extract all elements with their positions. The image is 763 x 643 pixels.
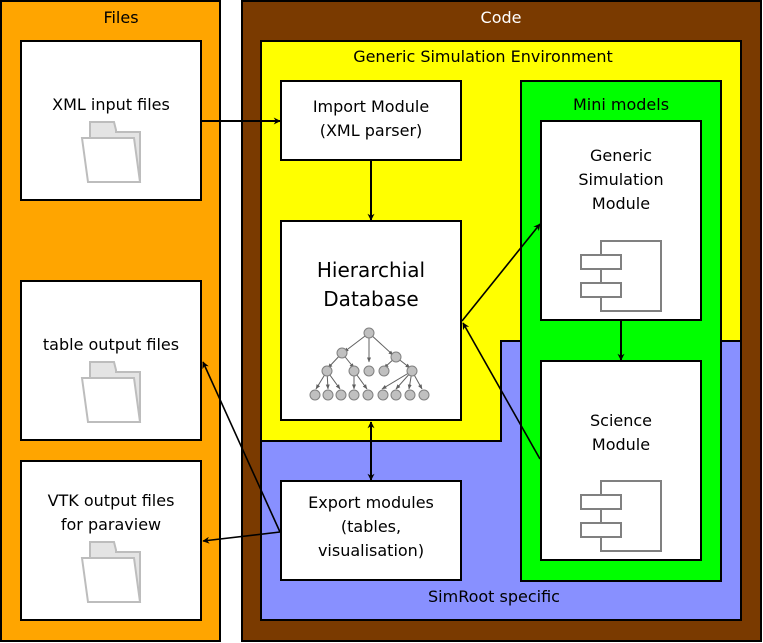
generic-simulation-module-box[interactable]: Generic Simulation Module (540, 120, 702, 321)
folder-icon (81, 541, 141, 603)
export-modules-box[interactable]: Export modules (tables, visualisation) (280, 480, 462, 581)
tree-icon (309, 327, 430, 401)
folder-icon (81, 361, 141, 423)
table-output-files-box[interactable]: table output files (20, 280, 202, 441)
export-modules-label-line3: visualisation) (318, 541, 424, 560)
generic-sim-module-label-line3: Module (592, 194, 650, 213)
vtk-output-files-label-line2: for paraview (61, 515, 161, 534)
import-module-label-line1: Import Module (313, 97, 429, 116)
arrow-export-to-vtk-output (202, 531, 281, 544)
export-modules-label-line1: Export modules (308, 493, 434, 512)
mini-models-title: Mini models (573, 95, 669, 114)
files-panel: Files XML input files table output files… (0, 0, 221, 642)
folder-icon (81, 121, 141, 183)
science-module-label-line2: Module (592, 435, 650, 454)
vtk-output-files-label-line1: VTK output files (48, 491, 175, 510)
hierarchical-database-box[interactable]: Hierarchial Database (280, 220, 462, 421)
code-panel: Code Generic Simulation Environment SimR… (241, 0, 762, 642)
science-module-label-line1: Science (590, 411, 652, 430)
generic-simulation-environment-title: Generic Simulation Environment (353, 47, 613, 66)
generic-sim-module-label-line2: Simulation (578, 170, 663, 189)
files-panel-title: Files (103, 8, 138, 27)
arrow-export-to-table-output (202, 361, 281, 533)
database-label-line2: Database (323, 287, 418, 311)
import-module-label-line2: (XML parser) (320, 121, 423, 140)
database-label-line1: Hierarchial (317, 258, 425, 282)
science-module-box[interactable]: Science Module (540, 360, 702, 561)
connectors (201, 117, 625, 544)
generic-sim-module-label-line1: Generic (590, 146, 652, 165)
arrow-science-to-database (462, 322, 541, 460)
import-module-box[interactable]: Import Module (XML parser) (280, 80, 462, 161)
export-modules-label-line2: (tables, (341, 517, 401, 536)
simroot-specific-title: SimRoot specific (428, 587, 560, 606)
vtk-output-files-box[interactable]: VTK output files for paraview (20, 460, 202, 621)
code-panel-title: Code (481, 8, 522, 27)
xml-input-files-box[interactable]: XML input files (20, 40, 202, 201)
xml-input-files-label: XML input files (52, 95, 170, 114)
table-output-files-label: table output files (43, 335, 179, 354)
arrow-database-to-generic-sim (461, 223, 541, 322)
